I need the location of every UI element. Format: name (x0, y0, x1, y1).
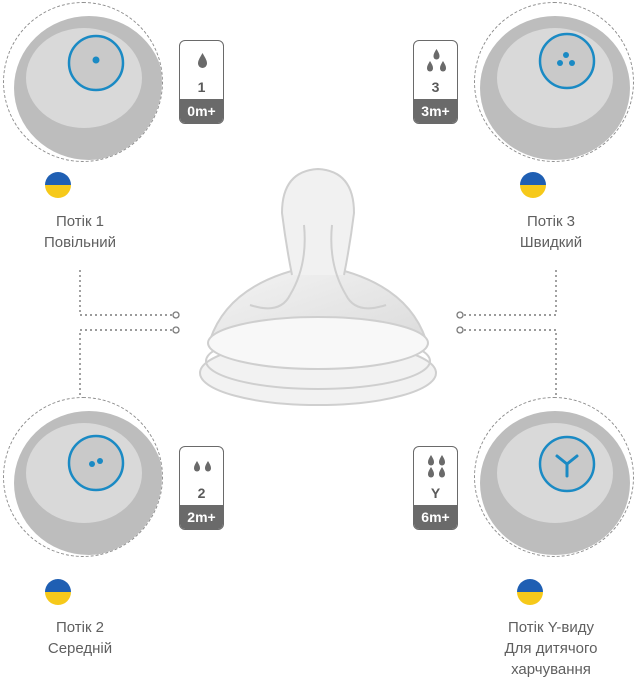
nipple-image (199, 167, 437, 406)
drop-icon (427, 49, 446, 72)
flow-y-badge: Y 6m+ (413, 446, 458, 530)
flow-y-label: Потік Y-виду Для дитячого харчування (486, 617, 616, 680)
flow-3-label: Потік 3 Швидкий (496, 211, 606, 253)
flow-2-zoom-circle (3, 397, 163, 557)
flow-y-number: Y (430, 485, 441, 501)
ukraine-flag-icon (45, 579, 71, 605)
drop-icon (428, 455, 445, 478)
flow-2-title: Потік 2 (55, 619, 105, 636)
ukraine-flag-icon (517, 579, 543, 605)
flow-3-title: Потік 3 (526, 213, 576, 230)
flow-3-zoom-circle (474, 2, 634, 162)
flow-y-age: 6m+ (414, 505, 457, 529)
flow-1-badge: 1 0m+ (179, 40, 224, 124)
flow-1-speed: Повільний (43, 234, 117, 251)
flow-3-number: 3 (431, 79, 440, 95)
ukraine-flag-icon (45, 172, 71, 198)
flow-3-speed: Швидкий (519, 234, 583, 251)
flow-1-label: Потік 1 Повільний (25, 211, 135, 253)
flow-2-label: Потік 2 Середній (25, 617, 135, 659)
flow-1-number: 1 (197, 79, 206, 95)
flow-2-badge: 2 2m+ (179, 446, 224, 530)
flow-1-zoom-circle (3, 2, 163, 162)
flow-y-speed: Для дитячого (504, 640, 598, 657)
flow-1-age: 0m+ (180, 99, 223, 123)
flow-y-zoom-circle (474, 397, 634, 557)
flow-2-number: 2 (197, 485, 206, 501)
flow-2-age: 2m+ (180, 505, 223, 529)
flow-2-speed: Середній (47, 640, 113, 657)
ukraine-flag-icon (520, 172, 546, 198)
drop-icon (194, 461, 211, 472)
flow-3-age: 3m+ (414, 99, 457, 123)
flow-y-speed-2: харчування (511, 661, 591, 678)
flow-y-title: Потік Y-виду (508, 619, 594, 636)
flow-1-title: Потік 1 (55, 213, 105, 230)
drop-icon (198, 53, 207, 68)
flow-3-badge: 3 3m+ (413, 40, 458, 124)
